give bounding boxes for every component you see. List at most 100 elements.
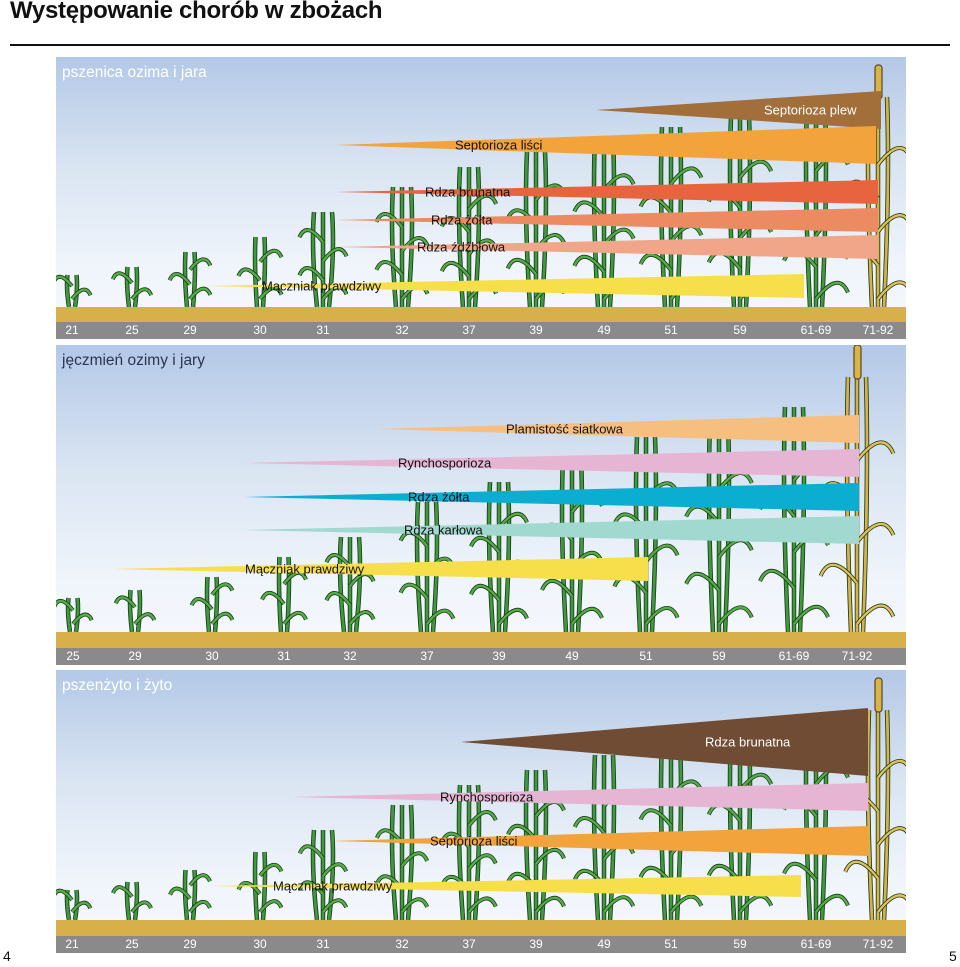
- disease-wedge-rynchosporioza: [244, 449, 859, 477]
- disease-wedge-maczniak-prawdziwy: [211, 875, 801, 897]
- disease-wedge-rdza-zolta: [244, 483, 859, 511]
- plant-illustration: [111, 881, 153, 933]
- disease-label-maczniak-prawdziwy: Mączniak prawdziwy: [245, 561, 365, 577]
- plant-illustration: [684, 421, 754, 645]
- disease-wedge-septorioza-lisci: [331, 826, 868, 856]
- disease-wedge-plamistosc-siatkowa: [378, 415, 859, 443]
- growth-stage-label: 21: [65, 323, 79, 337]
- growth-stage-label: 25: [125, 937, 139, 951]
- disease-label-rynchosporioza: Rynchosporioza: [440, 789, 534, 805]
- plant-illustration: [572, 754, 636, 933]
- soil-strip: [56, 307, 906, 324]
- growth-stage-label: 29: [183, 323, 197, 337]
- plant-illustration: [236, 236, 284, 320]
- page-number-left: 4: [3, 948, 11, 964]
- growth-stage-axis: 25 29 30 31 32 37 39 49 51 59 61-69 71-92: [56, 648, 906, 665]
- plant-illustration: [440, 784, 498, 933]
- growth-stage-label: 30: [253, 323, 267, 337]
- growth-stage-label: 31: [316, 323, 330, 337]
- growth-stage-label: 37: [462, 937, 476, 951]
- growth-stage-label: 21: [65, 937, 79, 951]
- growth-stage-label: 71-92: [862, 937, 894, 951]
- disease-label-rdza-zolta: Rdza żółta: [431, 212, 493, 228]
- disease-wedge-rdza-brunatna: [336, 180, 878, 204]
- disease-wedge-rdza-brunatna: [461, 708, 868, 776]
- growth-stage-label: 49: [597, 323, 611, 337]
- growth-stage-label: 51: [664, 937, 678, 951]
- growth-stage-axis: 21 25 29 30 31 32 37 39 49 51 59 61-69 71-92: [56, 936, 906, 953]
- growth-stage-label: 30: [205, 649, 219, 663]
- panel-label: jęczmień ozimy i jary: [62, 352, 205, 369]
- plant-illustration: [540, 456, 604, 645]
- disease-label-rdza-karlowa: Rdza karłowa: [404, 522, 483, 538]
- growth-stage-label: 39: [492, 649, 506, 663]
- growth-stage-label: 37: [420, 649, 434, 663]
- disease-label-septorioza-plew: Septorioza plew: [764, 102, 857, 118]
- wheat-disease-scene: [56, 64, 906, 320]
- triticale-rye-disease-scene: [56, 677, 906, 933]
- title-divider: [10, 44, 950, 46]
- growth-stage-label: 29: [183, 937, 197, 951]
- plant-illustration: [168, 869, 212, 933]
- disease-wedge-rynchosporioza: [291, 783, 868, 811]
- plant-illustration: [297, 829, 349, 933]
- growth-stage-label: 71-92: [862, 323, 894, 337]
- disease-wedge-rdza-zdzblowa: [336, 235, 878, 259]
- growth-stage-label: 30: [253, 937, 267, 951]
- panel-triticale-rye: pszenżyto i żyto 21 25 29 30 31 32 37 39 49 51 59 6…: [56, 670, 906, 953]
- disease-label-plamistosc-siatkowa: Plamistość siatkowa: [506, 421, 624, 437]
- disease-label-septorioza-lisci: Septorioza liści: [430, 833, 518, 849]
- growth-stage-label: 32: [343, 649, 357, 663]
- growth-stage-label: 49: [597, 937, 611, 951]
- growth-stage-label: 37: [462, 323, 476, 337]
- growth-stage-label: 51: [639, 649, 653, 663]
- disease-label-rdza-brunatna: Rdza brunatna: [705, 734, 791, 750]
- plant-illustration: [324, 536, 376, 645]
- plant-illustration: [56, 888, 93, 933]
- disease-label-rdza-zolta: Rdza żółta: [408, 489, 470, 505]
- growth-stage-label: 71-92: [841, 649, 873, 663]
- plant-illustration: [297, 211, 349, 320]
- barley-disease-scene: [56, 345, 896, 645]
- growth-stage-label: 32: [395, 937, 409, 951]
- panel-label: pszenżyto i żyto: [62, 677, 173, 694]
- disease-label-rynchosporioza: Rynchosporioza: [398, 455, 492, 471]
- growth-stage-label: 51: [664, 323, 678, 337]
- disease-wedge-rdza-karlowa: [244, 516, 859, 544]
- disease-label-septorioza-lisci: Septorioza liści: [455, 137, 543, 153]
- growth-stage-label: 61-69: [800, 323, 832, 337]
- panel-barley: jęczmień ozimy i jary 25 29 30 31 32 37 39 49 51…: [56, 345, 906, 665]
- disease-wedge-maczniak-prawdziwy: [111, 557, 648, 581]
- disease-wedge-septorioza-plew: [596, 91, 881, 129]
- panel-label: pszenica ozima i jara: [62, 64, 207, 81]
- disease-wedge-maczniak-prawdziwy: [206, 274, 804, 298]
- page-number-right: 5: [949, 948, 957, 964]
- soil-strip: [56, 632, 906, 649]
- page-title: Występowanie chorób w zbożach: [10, 0, 383, 24]
- plant-illustration: [374, 804, 430, 933]
- disease-wedge-rdza-zolta: [336, 208, 878, 232]
- growth-stage-label: 31: [277, 649, 291, 663]
- growth-stage-label: 31: [316, 937, 330, 951]
- growth-stage-label: 39: [529, 937, 543, 951]
- growth-stage-label: 29: [128, 649, 142, 663]
- growth-stage-label: 25: [66, 649, 80, 663]
- soil-strip: [56, 920, 906, 937]
- growth-stage-label: 61-69: [800, 937, 832, 951]
- plant-illustration: [505, 151, 567, 320]
- growth-stage-label: 61-69: [778, 649, 810, 663]
- disease-label-maczniak-prawdziwy: Mączniak prawdziwy: [273, 878, 393, 894]
- growth-stage-label: 59: [733, 323, 747, 337]
- growth-stage-label: 49: [565, 649, 579, 663]
- growth-stage-label: 59: [712, 649, 726, 663]
- growth-stage-label: 39: [529, 323, 543, 337]
- plant-illustrations: [56, 677, 906, 933]
- disease-label-rdza-zdzblowa: Rdza źdźbłowa: [417, 239, 506, 255]
- growth-stage-label: 59: [733, 937, 747, 951]
- disease-label-maczniak-prawdziwy: Mączniak prawdziwy: [262, 278, 382, 294]
- disease-label-rdza-brunatna: Rdza brunatna: [425, 184, 511, 200]
- disease-wedge-septorioza-lisci: [336, 126, 876, 164]
- growth-stage-label: 32: [395, 323, 409, 337]
